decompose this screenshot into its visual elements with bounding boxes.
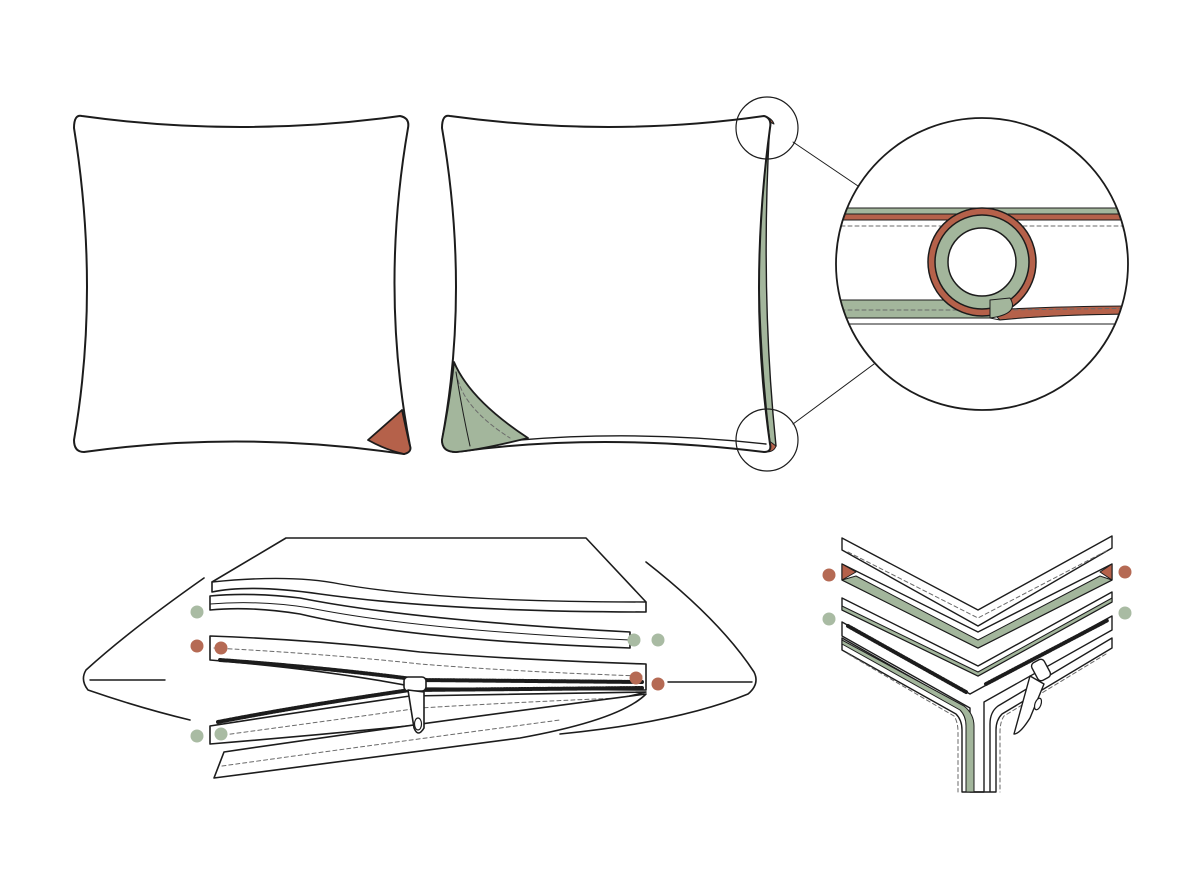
corner-second-stitch bbox=[847, 549, 1109, 619]
dot-marker-sage bbox=[822, 612, 836, 626]
corner-second-rust-tab-left bbox=[841, 563, 857, 581]
dot-marker-sage bbox=[190, 605, 204, 619]
magnifier-circle-top bbox=[735, 96, 799, 160]
cord-tail bbox=[989, 297, 1013, 319]
zipper-bottom-panel bbox=[213, 693, 647, 779]
magnifier-connector-bottom bbox=[792, 363, 875, 425]
zipper-third-panel bbox=[209, 635, 647, 691]
dot-marker-rust bbox=[822, 568, 836, 582]
cord-core bbox=[947, 227, 1017, 297]
corner-zipper-teeth-right bbox=[984, 618, 1110, 686]
corner-bottom-stitch-right bbox=[999, 653, 1107, 793]
zipper-layers-exploded bbox=[82, 537, 757, 779]
corner-second-rust-tab-right bbox=[1099, 563, 1113, 581]
dot-marker-rust bbox=[214, 641, 228, 655]
bottom-white-layer bbox=[836, 313, 1128, 325]
dot-marker-sage bbox=[651, 633, 665, 647]
detail-circle-outline bbox=[835, 117, 1129, 411]
zipper-teeth-lower bbox=[216, 686, 644, 724]
folded-corner-stitch bbox=[457, 379, 511, 439]
pillow-piping-detail bbox=[441, 96, 875, 472]
corner-second-underside bbox=[841, 575, 1113, 649]
corner-bottom-sage-core bbox=[841, 639, 975, 793]
zipper-pillow-right-edge bbox=[559, 561, 757, 735]
dot-marker-sage bbox=[214, 727, 228, 741]
folded-corner-flap bbox=[441, 361, 529, 453]
zipper-pillow-left-edge bbox=[82, 577, 205, 721]
piping-pillow-outline bbox=[441, 114, 772, 453]
magnifier-connector-top bbox=[792, 141, 859, 187]
zipper-second-panel-edge bbox=[209, 602, 631, 641]
plain-pillow-outline bbox=[73, 114, 412, 455]
plain-pillow-corner-tag bbox=[367, 409, 412, 455]
zipper-top-panel bbox=[211, 537, 647, 613]
plain-pillow bbox=[73, 114, 412, 455]
corner-bottom-stitch-left bbox=[847, 653, 959, 793]
dot-marker-sage bbox=[1118, 606, 1132, 620]
zipper-second-panel bbox=[209, 593, 631, 649]
zipper-bottom-stitch bbox=[221, 719, 561, 767]
corner-second-layer bbox=[841, 563, 1113, 649]
corner-top-layer bbox=[841, 535, 1113, 627]
corner-layers-exploded bbox=[822, 535, 1132, 793]
dot-marker-rust bbox=[629, 671, 643, 685]
zipper-third-stitch bbox=[213, 647, 643, 677]
dot-marker-sage bbox=[190, 729, 204, 743]
dot-marker-rust bbox=[1118, 565, 1132, 579]
zipper-top-panel-front bbox=[211, 577, 647, 603]
dot-marker-rust bbox=[651, 677, 665, 691]
magnifier-circle-bottom bbox=[735, 408, 799, 472]
corner-third-underside bbox=[841, 597, 1113, 677]
zipper-pull-icon bbox=[1013, 658, 1052, 735]
bottom-stitch-line-right bbox=[999, 307, 1128, 311]
piping-cross-section bbox=[835, 117, 1129, 411]
folded-corner-fold-line bbox=[455, 371, 471, 447]
corner-zipper-teeth-left bbox=[846, 624, 968, 694]
zipper-pull-icon bbox=[403, 676, 427, 734]
dot-marker-rust bbox=[190, 639, 204, 653]
dot-marker-sage bbox=[627, 633, 641, 647]
piping-strip-bottom bbox=[519, 435, 767, 445]
